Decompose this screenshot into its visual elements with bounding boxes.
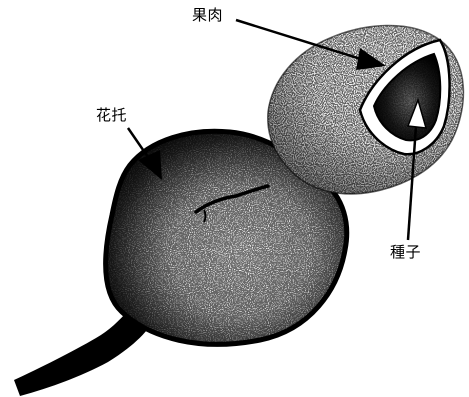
receptacle-label: 花托: [96, 108, 127, 123]
seed-label: 種子: [390, 245, 421, 260]
flesh-label: 果肉: [192, 8, 223, 23]
